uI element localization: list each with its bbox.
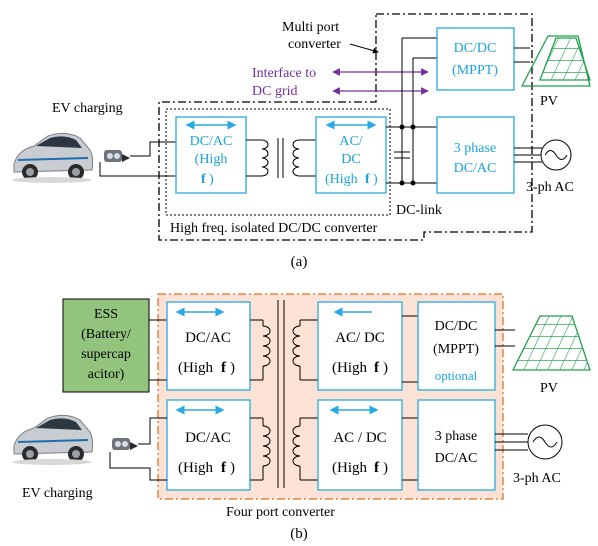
dcac-top-paren: ) [230, 360, 235, 376]
transformer-b-bottom [250, 417, 318, 481]
ess-label-4: acitor) [88, 367, 125, 382]
interface-label-2: DC grid [252, 84, 298, 99]
four-port-label: Four port converter [226, 505, 335, 520]
ac-sine-b [532, 436, 558, 448]
inverter-label-a-2: DC/AC [454, 161, 497, 176]
dc-link-wiring [386, 37, 437, 184]
dcac-bottom-label-2: (High [178, 460, 213, 476]
mppt-label-b-1: DC/DC [435, 319, 478, 334]
dcac-top-label-3: f [221, 360, 227, 376]
ev-plug-b [112, 438, 138, 450]
acdc-top-label-2: (High [332, 360, 367, 376]
ess-label-2: (Battery/ [81, 327, 131, 342]
acdc-bottom-label-2: (High [332, 460, 367, 476]
dc-link-label: DC-link [396, 203, 442, 218]
acdc-bottom-label-3: f [374, 460, 380, 476]
ac-wires-a [514, 147, 542, 163]
inverter-label-a-1: 3 phase [454, 141, 496, 156]
ev-car-a [7, 127, 95, 185]
mppt-box-a [436, 27, 515, 91]
hf-converter-label: High freq. isolated DC/DC converter [170, 221, 378, 236]
multiport-outline [158, 13, 533, 241]
dcac-top-box-b [166, 301, 251, 391]
inverter-label-b-2: DC/AC [435, 451, 478, 466]
dcac-bottom-label-1: DC/AC [185, 430, 231, 446]
acdc-label-a-1: AC/ [339, 134, 362, 149]
acdc-top-label-3: f [374, 360, 380, 376]
ess-block [62, 298, 150, 393]
ac-wires-b [495, 433, 528, 451]
dcac-label-a-3: f [201, 172, 206, 187]
dcac-label-a-1: DC/AC [190, 134, 233, 149]
inverter-box-b [417, 399, 496, 491]
ess-label-3: supercap [81, 347, 131, 362]
ev-wire-b [109, 417, 167, 481]
mppt-label-a-1: DC/DC [454, 41, 497, 56]
acdc-top-label-1: AC/ DC [335, 330, 385, 346]
inverter-label-b-1: 3 phase [435, 429, 477, 444]
optional-label: optional [435, 368, 478, 383]
acdc-bottom-paren: ) [383, 460, 388, 476]
acdc-box-a [315, 116, 387, 194]
pv-label-a: PV [540, 94, 558, 109]
ac-sine-a [544, 150, 568, 160]
ev-label-b: EV charging [22, 486, 93, 501]
caption-a: (a) [291, 254, 308, 270]
transformer-b-top [250, 300, 318, 488]
acdc-top-box-b [317, 301, 403, 391]
multiport-pointer [349, 43, 379, 54]
dcac-bottom-paren: ) [230, 460, 235, 476]
acdc-label-a-4: f [365, 172, 370, 187]
mppt-label-a-2: (MPPT) [452, 63, 498, 78]
dcac-bottom-label-3: f [221, 460, 227, 476]
transformer-a [246, 138, 316, 178]
dcac-box-a [175, 116, 247, 194]
acdc-bottom-label-1: AC / DC [333, 430, 386, 446]
panel-a: Multi port converter Interface to DC gri… [7, 13, 591, 270]
mppt-box-b [417, 301, 496, 391]
pv-panel-b [511, 315, 591, 371]
dcac-label-a-2: (High [195, 152, 228, 167]
multiport-label-2: converter [288, 37, 341, 52]
dc-link-node [410, 124, 416, 130]
acdc-bottom-box-b [317, 399, 403, 491]
hf-converter-outline [165, 108, 391, 216]
acdc-label-a-2: DC [341, 152, 360, 167]
acdc-top-paren: ) [383, 360, 388, 376]
ac-label-a: 3-ph AC [526, 180, 574, 195]
mppt-label-b-2: (MPPT) [433, 342, 479, 357]
pv-panel-a-frame [520, 35, 591, 87]
acdc-label-a-3: (High [325, 172, 358, 187]
multiport-label-1: Multi port [282, 20, 339, 35]
dc-link-node [399, 124, 405, 130]
ev-wire-a [99, 141, 176, 177]
panel-b: ESS (Battery/ supercap acitor) DC/AC (Hi… [7, 293, 591, 542]
dc-link-node [410, 180, 416, 186]
pv-label-b: PV [540, 381, 558, 396]
ev-car-b [7, 409, 95, 467]
ev-label-a: EV charging [52, 101, 123, 116]
caption-b: (b) [290, 526, 308, 542]
dcac-bottom-box-b [166, 399, 251, 491]
dcac-paren-a: ) [209, 172, 214, 187]
ac-label-b: 3-ph AC [513, 471, 561, 486]
ev-plug-a [104, 150, 130, 162]
acdc-paren-a: ) [373, 172, 378, 187]
interface-label-1: Interface to [252, 66, 316, 81]
pv-panel-a [539, 37, 591, 81]
dcac-top-label-1: DC/AC [185, 330, 231, 346]
dcac-top-label-2: (High [178, 360, 213, 376]
ess-label-1: ESS [94, 307, 118, 322]
dc-link-node [399, 180, 405, 186]
